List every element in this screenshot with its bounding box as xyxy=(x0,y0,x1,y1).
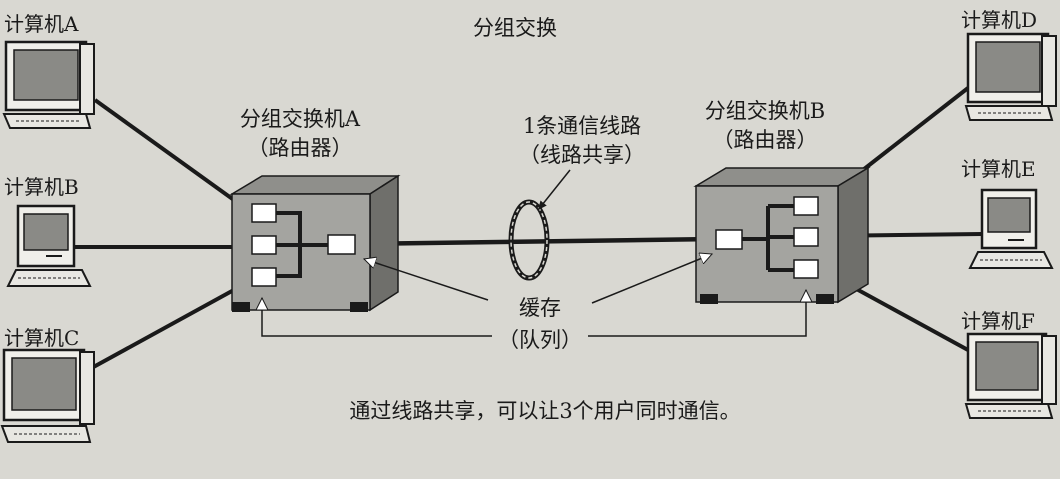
computer-a-icon xyxy=(4,42,94,128)
diagram-caption: 通过线路共享，可以让3个用户同时通信。 xyxy=(349,395,740,425)
switch-a-name: 分组交换机A xyxy=(240,103,360,133)
computer-f-icon xyxy=(966,334,1056,418)
shared-trunk-line xyxy=(355,239,716,244)
switch-a-box xyxy=(232,176,398,312)
switch-b-name: 分组交换机B xyxy=(705,95,825,125)
computer-c-icon xyxy=(2,350,94,442)
link-c-to-switch-a xyxy=(88,280,252,370)
line-sublabel: （线路共享） xyxy=(519,139,645,169)
link-a-to-switch-a xyxy=(95,100,252,213)
buffer-arrow-switch-b xyxy=(592,254,712,303)
computer-e-label: 计算机E xyxy=(961,153,1036,182)
line-callout-arrow xyxy=(538,170,570,210)
switch-a-subtitle: （路由器） xyxy=(248,132,353,162)
buffer-sublabel: （队列） xyxy=(498,324,582,354)
computer-c-label: 计算机C xyxy=(4,322,79,351)
computer-d-icon xyxy=(966,34,1056,120)
computer-d-label: 计算机D xyxy=(961,4,1037,33)
line-label: 1条通信线路 xyxy=(523,110,641,140)
computer-a-label: 计算机A xyxy=(4,8,78,37)
diagram-title: 分组交换 xyxy=(473,12,557,42)
computer-e-icon xyxy=(970,190,1052,268)
computer-b-label: 计算机B xyxy=(4,171,79,200)
computer-f-label: 计算机F xyxy=(961,305,1035,334)
switch-b-subtitle: （路由器） xyxy=(713,124,818,154)
switch-b-box xyxy=(696,168,868,304)
buffer-label: 缓存 xyxy=(519,292,561,322)
